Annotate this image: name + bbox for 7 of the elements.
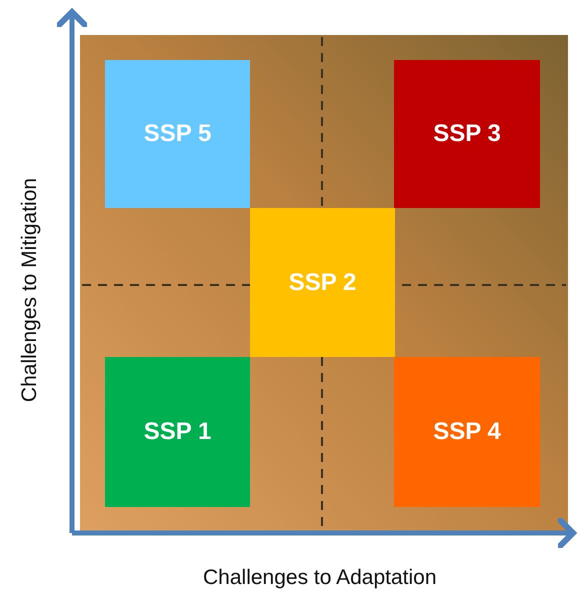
- axis-label: Challenges to Mitigation: [18, 178, 42, 402]
- scenario-box: SSP 1: [105, 357, 250, 507]
- scenario-box: SSP 3: [394, 60, 540, 208]
- scenario-box: SSP 2: [250, 208, 395, 357]
- scenario-box: SSP 5: [105, 60, 250, 208]
- axis-label: Challenges to Adaptation: [203, 566, 437, 590]
- scenario-box: SSP 4: [394, 357, 540, 507]
